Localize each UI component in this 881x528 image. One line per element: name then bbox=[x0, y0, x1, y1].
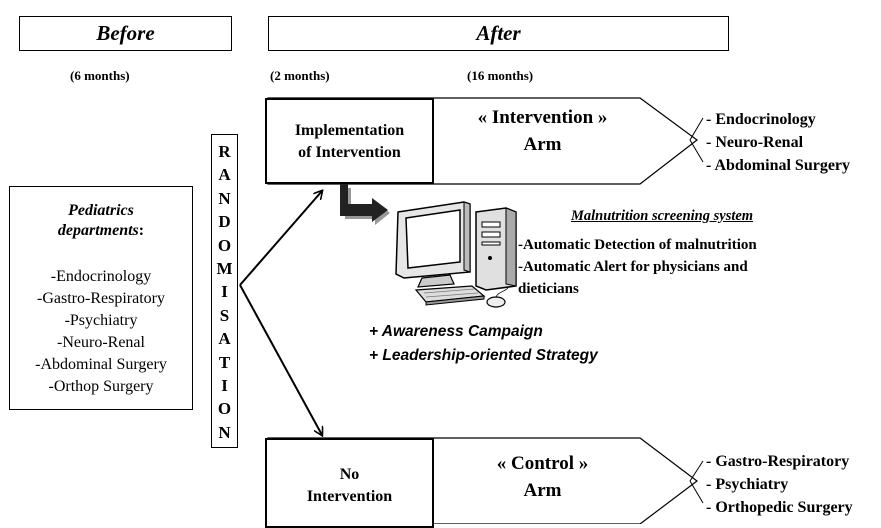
randomisation-letter: N bbox=[218, 422, 231, 442]
leadership-strategy: + Leadership-oriented Strategy bbox=[369, 347, 598, 364]
randomisation-letter: N bbox=[218, 188, 231, 208]
followup-period-label: (16 months) bbox=[467, 68, 534, 83]
control-bracket bbox=[689, 460, 704, 504]
departments-title: Pediatrics departments: bbox=[10, 201, 192, 241]
before-header: Before bbox=[19, 16, 232, 51]
intervention-department-item: - Abdominal Surgery bbox=[706, 157, 851, 174]
pediatrics-departments-box: Pediatrics departments: -Endocrinology -G… bbox=[9, 186, 193, 410]
intervention-bracket bbox=[689, 117, 704, 163]
arrow-to-control bbox=[239, 284, 322, 435]
departments-title-colon: : bbox=[138, 222, 145, 239]
awareness-campaign: + Awareness Campaign bbox=[369, 323, 543, 340]
randomisation-letter: S bbox=[219, 305, 230, 325]
before-header-label: Before bbox=[96, 21, 155, 45]
randomisation-letter: O bbox=[217, 399, 232, 419]
departments-title-line2: departments bbox=[57, 222, 139, 239]
computer-icon bbox=[395, 201, 517, 308]
department-item: -Psychiatry bbox=[64, 312, 138, 329]
control-arm-subtitle: Arm bbox=[523, 480, 562, 501]
randomisation-letter: D bbox=[218, 212, 231, 232]
implementation-period-label: (2 months) bbox=[270, 68, 330, 83]
implementation-box: Implementation of Intervention bbox=[265, 98, 434, 184]
randomisation-letter: T bbox=[218, 352, 231, 372]
no-intervention-box: No Intervention bbox=[265, 438, 434, 528]
randomisation-letter: O bbox=[217, 235, 232, 255]
randomisation-letter: A bbox=[218, 329, 231, 349]
arrow-to-intervention bbox=[239, 191, 322, 286]
randomisation-letter: M bbox=[216, 259, 233, 279]
additional-strategies: + Awareness Campaign + Leadership-orient… bbox=[369, 320, 598, 368]
control-department-item: - Gastro-Respiratory bbox=[706, 453, 850, 470]
after-header: After bbox=[268, 16, 729, 51]
departments-list: -Endocrinology -Gastro-Respiratory -Psychi… bbox=[10, 266, 192, 398]
control-departments-list: - Gastro-Respiratory - Psychiatry - Orthop… bbox=[706, 450, 853, 519]
no-intervention-line1: No bbox=[339, 466, 360, 483]
implementation-line2: of Intervention bbox=[298, 144, 401, 161]
intervention-department-item: - Endocrinology bbox=[706, 111, 816, 128]
randomisation-letter: I bbox=[221, 376, 228, 396]
intervention-arm-label: « Intervention » Arm bbox=[455, 104, 630, 158]
departments-title-line1: Pediatrics bbox=[68, 202, 134, 219]
control-arm-title: « Control » bbox=[496, 453, 589, 474]
randomisation-letter: I bbox=[221, 282, 228, 302]
control-department-item: - Orthopedic Surgery bbox=[706, 499, 853, 516]
intervention-arm-title: « Intervention » bbox=[477, 107, 608, 128]
intervention-departments-list: - Endocrinology - Neuro-Renal - Abdominal … bbox=[706, 108, 850, 177]
intervention-department-item: - Neuro-Renal bbox=[706, 134, 804, 151]
after-header-label: After bbox=[476, 21, 521, 45]
department-item: -Abdominal Surgery bbox=[35, 356, 167, 373]
implementation-line1: Implementation bbox=[294, 122, 405, 139]
screening-system-features: -Automatic Detection of malnutrition -Au… bbox=[518, 234, 757, 300]
no-intervention-line2: Intervention bbox=[306, 488, 393, 505]
screening-arrow bbox=[340, 184, 390, 225]
department-item: -Neuro-Renal bbox=[57, 334, 145, 351]
feature-alert-continued: dieticians bbox=[518, 281, 579, 297]
department-item: -Gastro-Respiratory bbox=[37, 290, 165, 307]
control-arm-label: « Control » Arm bbox=[455, 450, 630, 504]
before-period-label: (6 months) bbox=[70, 68, 130, 83]
control-department-item: - Psychiatry bbox=[706, 476, 789, 493]
feature-alert: -Automatic Alert for physicians and bbox=[518, 259, 748, 275]
randomisation-letter: A bbox=[218, 165, 231, 185]
department-item: -Endocrinology bbox=[50, 268, 152, 285]
intervention-arm-subtitle: Arm bbox=[523, 134, 562, 155]
feature-detection: -Automatic Detection of malnutrition bbox=[518, 237, 757, 253]
screening-system-title: Malnutrition screening system bbox=[571, 208, 754, 224]
randomisation-letter: R bbox=[218, 142, 231, 161]
department-item: -Orthop Surgery bbox=[48, 378, 154, 395]
